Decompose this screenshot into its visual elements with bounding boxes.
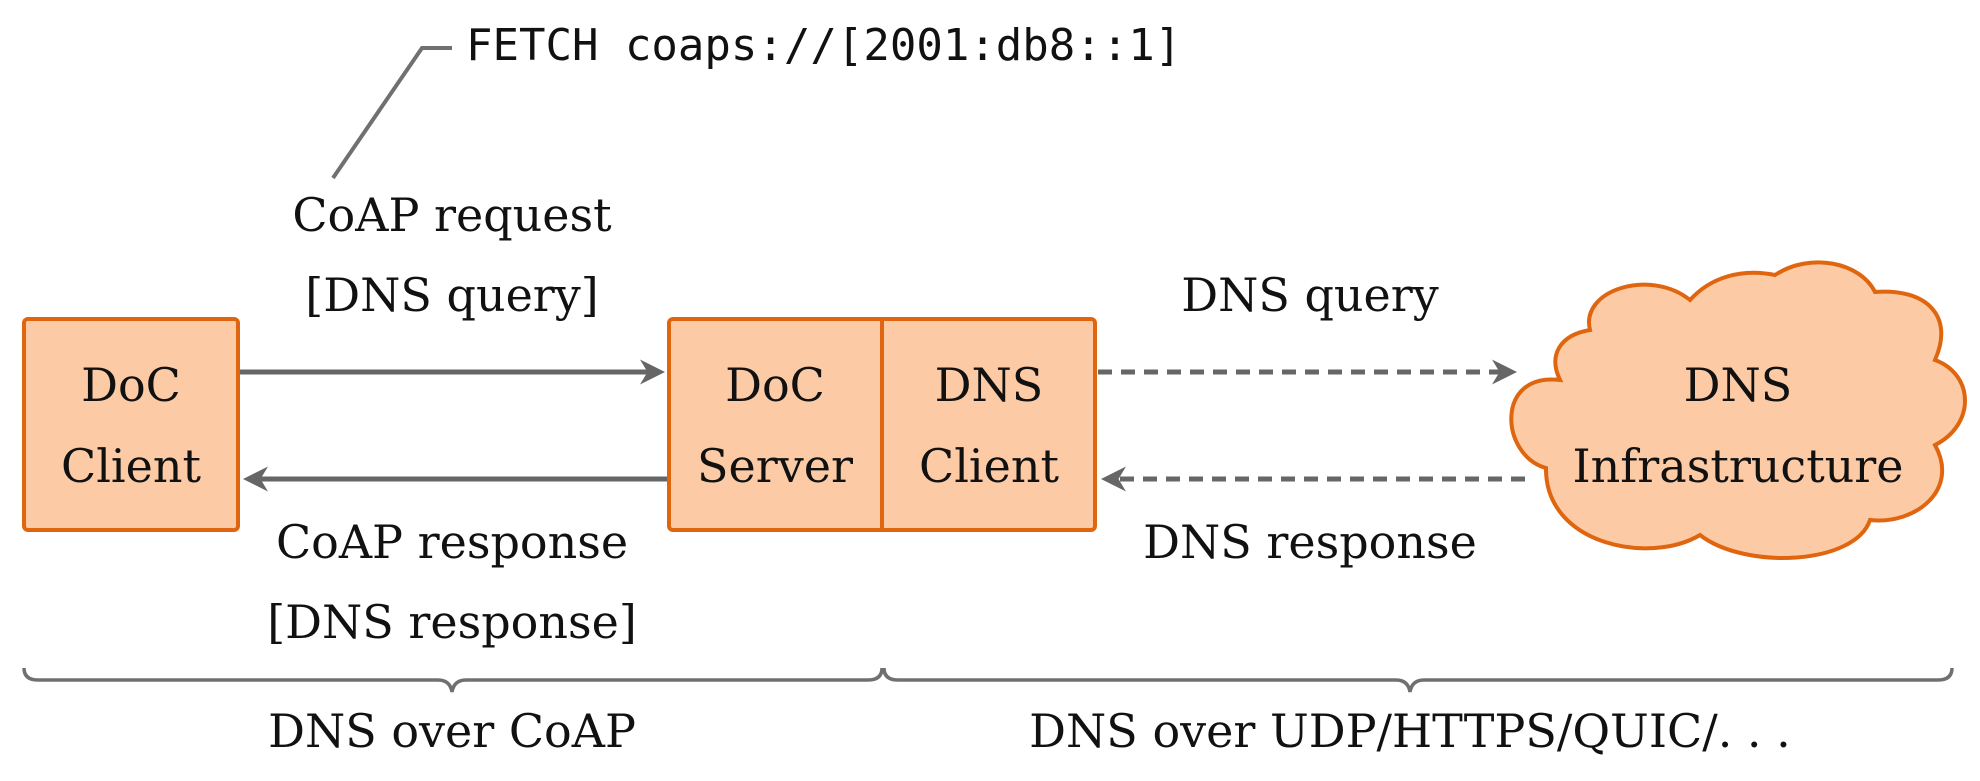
coap-response-label: CoAP response [276, 515, 628, 569]
dns-infrastructure-label-line2: Infrastructure [1572, 439, 1903, 493]
dns-infrastructure-cloud [1509, 260, 1967, 560]
dns-over-coap-label: DNS over CoAP [268, 704, 636, 758]
fetch-annotation-leader-line [331, 46, 452, 180]
doc-client-label-line2: Client [61, 439, 201, 493]
dns-infrastructure-node: DNS Infrastructure [1509, 260, 1967, 560]
dns-over-transport-brace [882, 667, 1954, 693]
dns-client-label-line1: DNS [935, 358, 1044, 412]
dns-response-label: DNS response [1143, 515, 1477, 569]
coap-request-sublabel: [DNS query] [305, 268, 598, 322]
doc-client-node: DoC Client [22, 317, 240, 532]
dns-over-transport-label: DNS over UDP/HTTPS/QUIC/. . . [1029, 704, 1791, 758]
dns-query-label: DNS query [1181, 268, 1439, 322]
doc-server-label-line2: Server [697, 439, 853, 493]
dns-client-label-line2: Client [919, 439, 1059, 493]
doc-client-box [22, 317, 240, 532]
coap-request-label: CoAP request [292, 188, 612, 242]
doc-server-dns-client-node: DoC Server DNS Client [667, 317, 1097, 532]
doc-client-label-line1: DoC [81, 358, 181, 412]
dns-over-coap-brace [22, 667, 884, 693]
fetch-annotation-text: FETCH coaps://[2001:db8::1] [466, 20, 1181, 71]
doc-server-label-line1: DoC [725, 358, 825, 412]
dns-infrastructure-label-line1: DNS [1684, 358, 1793, 412]
coap-response-sublabel: [DNS response] [267, 595, 637, 649]
